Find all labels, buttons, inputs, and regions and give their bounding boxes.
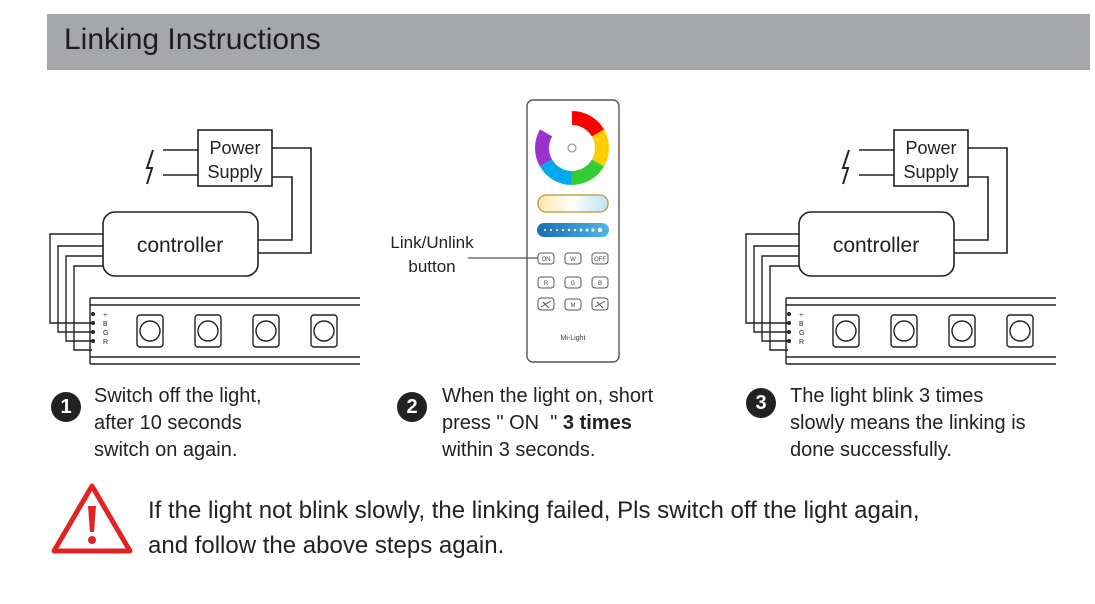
led-chip	[252, 314, 280, 348]
power-supply-box	[893, 129, 969, 187]
strip-pin-label: R	[103, 339, 108, 346]
step-number-badge: 3	[746, 388, 776, 418]
step-text-line: slowly means the linking is	[790, 412, 1026, 434]
step-text-line: Switch off the light,	[94, 385, 262, 407]
remote-button-label: B	[598, 281, 602, 287]
step-text-line: When the light on, short	[442, 385, 654, 407]
led-chip	[948, 314, 976, 348]
led-chip	[136, 314, 164, 348]
led-chip	[194, 314, 222, 348]
step-text-line: done successfully.	[790, 439, 952, 461]
step-text-line: press " ON "	[442, 412, 563, 434]
strip-pin-label: B	[103, 321, 108, 328]
remote-button-label: R	[544, 281, 549, 287]
remote-button-label: ON	[542, 257, 551, 263]
strip-pin-label: G	[799, 330, 804, 337]
remote-button-label: M	[571, 303, 576, 309]
color-temp-slider	[537, 194, 609, 213]
callout-label-1: Link/Unlink	[390, 233, 474, 252]
led-strip: + B G R	[89, 297, 360, 365]
led-strip: + B G R	[785, 297, 1056, 365]
header-bar: Linking Instructions	[47, 14, 1090, 70]
page-title: Linking Instructions	[64, 23, 321, 56]
power-supply-label-2: Supply	[207, 162, 262, 182]
remote-m-button	[564, 298, 582, 311]
controller-box	[798, 211, 955, 277]
remote-button-label: W	[570, 257, 576, 263]
strip-pin-label: +	[103, 312, 107, 319]
power-supply-label-1: Power	[209, 138, 260, 158]
remote-brand: Mi-Light	[561, 335, 586, 342]
controller-label: controller	[833, 234, 919, 257]
step-number-badge: 2	[397, 392, 427, 422]
strip-pin-label: B	[799, 321, 804, 328]
brightness-slider	[537, 223, 609, 237]
callout-label-2: button	[408, 257, 455, 276]
power-supply-label-2: Supply	[903, 162, 958, 182]
step-number-badge: 1	[51, 392, 81, 422]
remote-w-button	[564, 252, 582, 265]
remote-control: ON W OFF R G B M Mi-Light	[526, 99, 620, 363]
color-wheel	[535, 111, 609, 185]
controller-box	[102, 211, 259, 277]
speed-down-icon	[540, 300, 552, 309]
remote-off-button	[591, 252, 609, 265]
remote-button-label: G	[571, 281, 576, 287]
wiring-diagram-left: Power Supply controller + B G R	[49, 129, 360, 365]
step-text-line: after 10 seconds	[94, 412, 242, 434]
remote-g-button	[564, 276, 582, 289]
led-chip	[832, 314, 860, 348]
step-text-line: switch on again.	[94, 439, 238, 461]
remote-b-button	[591, 276, 609, 289]
strip-pin-label: R	[799, 339, 804, 346]
step-text-line: The light blink 3 times	[790, 385, 984, 407]
led-chip	[890, 314, 918, 348]
mains-power-icon	[145, 149, 154, 185]
remote-r-button	[537, 276, 555, 289]
step-text-emphasis: 3 times	[562, 412, 632, 434]
remote-button-label: OFF	[594, 257, 606, 263]
warning-line: and follow the above steps again.	[148, 532, 505, 559]
warning-message: If the light not blink slowly, the linki…	[148, 493, 920, 563]
strip-pin-label: G	[103, 330, 108, 337]
warning-icon	[51, 483, 133, 554]
mains-power-icon	[841, 149, 850, 185]
warning-line: If the light not blink slowly, the linki…	[148, 497, 920, 524]
controller-label: controller	[137, 234, 223, 257]
strip-pin-label: +	[799, 312, 803, 319]
power-supply-box	[197, 129, 273, 187]
step-text-line: within 3 seconds.	[442, 439, 596, 461]
speed-up-icon	[594, 300, 606, 309]
led-chip	[310, 314, 338, 348]
led-chip	[1006, 314, 1034, 348]
power-supply-label-1: Power	[905, 138, 956, 158]
wiring-diagram-right: Power Supply controller + B G R	[745, 129, 1056, 365]
